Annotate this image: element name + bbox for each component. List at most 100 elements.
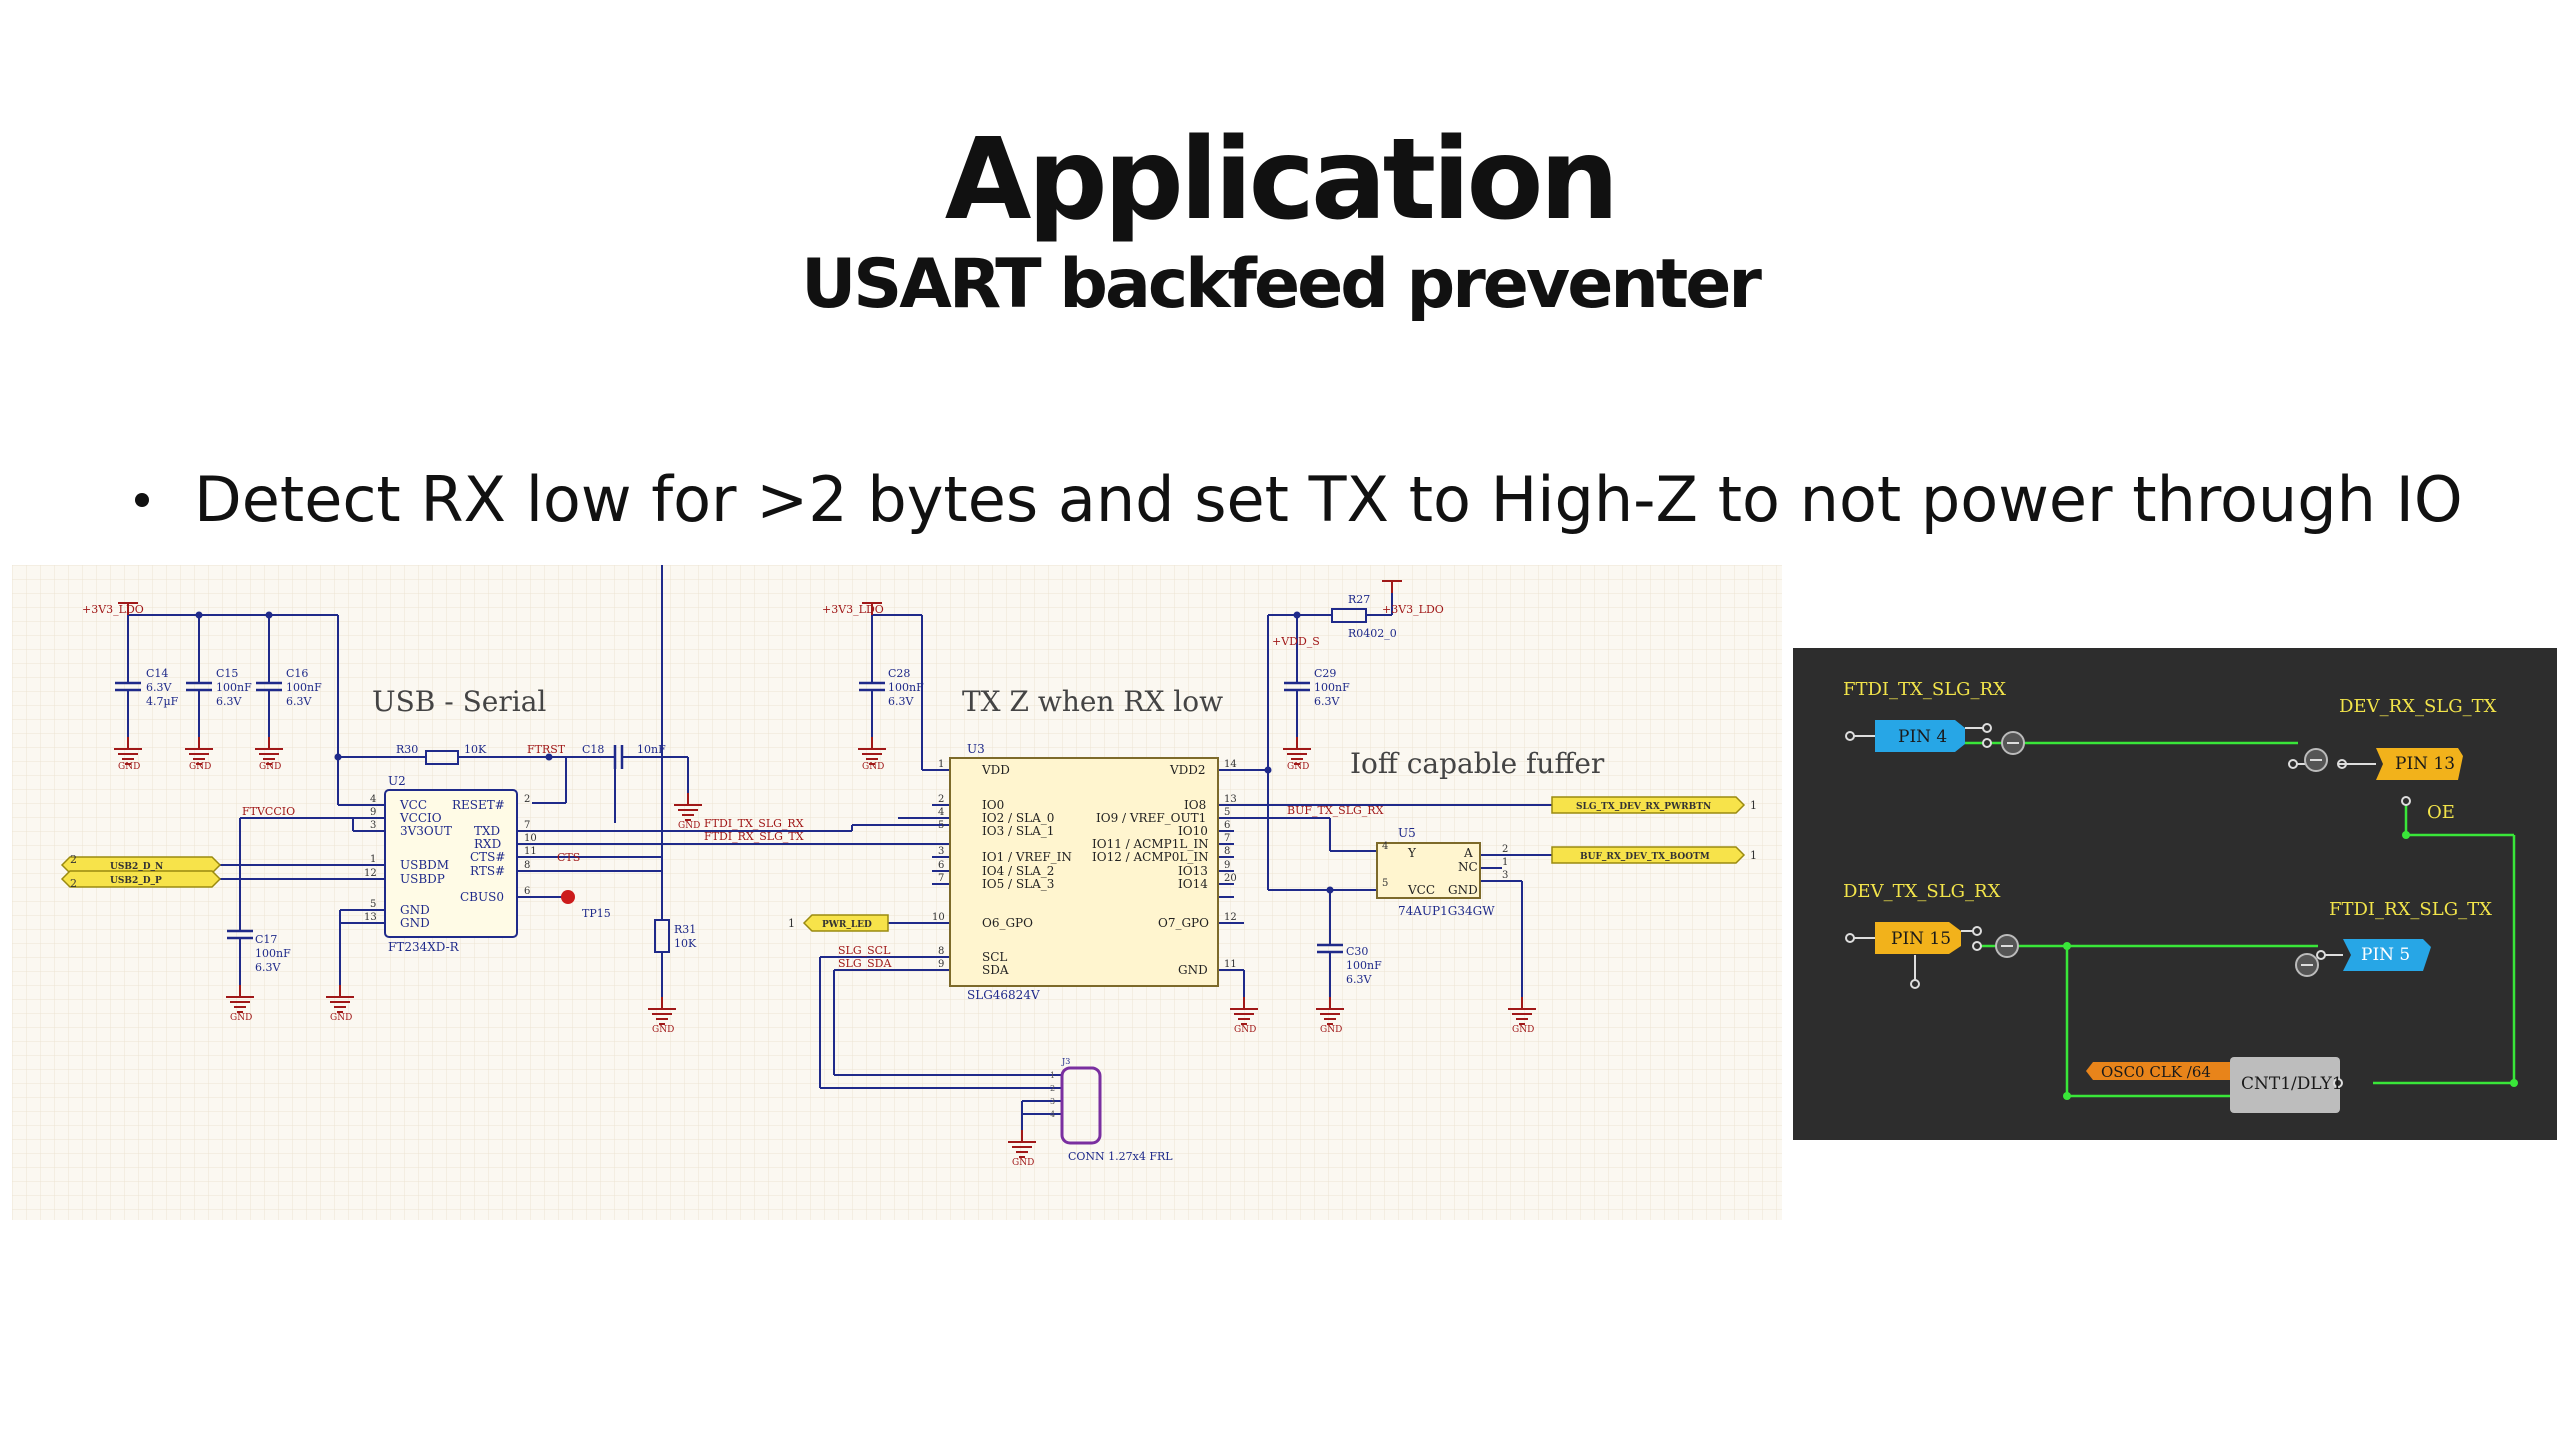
osc-label: OSC0 CLK /64 [2101,1063,2211,1081]
gnd-label: GND [259,762,281,772]
cap-ref: C30 [1346,945,1368,958]
gnd-label: GND [1287,762,1309,772]
pin-name: TXD [474,824,500,838]
port-label: USB2_D_N [110,862,163,872]
port-label: PWR_LED [822,920,872,930]
connector-ref: J3 [1061,1057,1070,1066]
port-number: 1 [1750,799,1757,812]
cap-value: 100nF [255,947,291,960]
pin-number: 13 [364,912,377,923]
pin-name: IO9 / VREF_OUT1 [1096,811,1206,825]
u3-ref: U3 [967,742,985,756]
tp15-label: TP15 [582,907,611,920]
u5-ref: U5 [1398,826,1416,840]
pin-name: IO12 / ACMP0L_IN [1092,850,1209,864]
port-label: SLG_TX_DEV_RX_PWRBTN [1576,802,1711,812]
cap-ref: C15 [216,667,238,680]
pin-number: 8 [1224,846,1230,857]
section-label-usb-serial: USB - Serial [372,685,546,718]
resistor-value: 10K [674,937,697,950]
label-dev-rx: DEV_RX_SLG_TX [2339,696,2497,717]
pin15-block[interactable] [1875,922,1961,954]
pin13-block[interactable] [2376,748,2463,780]
pin-number: 2 [1502,844,1508,855]
pin-number: 8 [524,860,530,871]
pin-number: 5 [1224,807,1230,818]
cap-value: 6.3V [1346,973,1372,986]
schematic-diagram: +3V3_LDO +3V3_LDO +3V3_LDO +VDD_S GND GN… [12,565,1782,1220]
cap-value: 6.3V [216,695,242,708]
gnd-label: GND [230,1013,252,1023]
net-label: CTS [557,851,580,864]
pin-number: 20 [1224,873,1237,884]
u2-ref: U2 [388,774,406,788]
pin15-label: PIN 15 [1891,929,1951,949]
pin-name: VCC [399,798,427,812]
pin-name: IO13 [1178,864,1208,878]
pin-number: 6 [524,886,530,897]
pin-number: 2 [524,794,530,805]
gnd-label: GND [1320,1025,1342,1035]
osc-block[interactable] [2086,1062,2248,1080]
pin-number: 11 [524,846,537,857]
pin4-block[interactable] [1875,720,1965,752]
pin-number: 4 [1050,1110,1055,1119]
cap-value: 6.3V [888,695,914,708]
cap-value: 6.3V [146,681,172,694]
label-dev-tx: DEV_TX_SLG_RX [1843,881,2001,902]
pin-name: IO8 [1184,798,1206,812]
pin-number: 14 [1224,759,1237,770]
pin-number: 6 [938,860,944,871]
pin-number: 3 [938,846,944,857]
pin-name: GND [400,916,430,930]
pin-number: 4 [1382,841,1388,852]
pin-number: 4 [370,794,376,805]
gnd-label: GND [862,762,884,772]
cap-value: 10nF [637,743,666,756]
pin-name: IO5 / SLA_3 [982,877,1054,891]
pin-name: SCL [982,950,1007,964]
pin-name: IO0 [982,798,1004,812]
cap-ref: C16 [286,667,308,680]
resistor-ref: R31 [674,923,696,936]
wire-group [1933,741,2516,1098]
pin-name: VDD [981,763,1010,777]
pin-number: 2 [938,794,944,805]
port-label: USB2_D_P [110,876,162,886]
net-label: BUF_TX_SLG_RX [1287,804,1384,817]
resistor-value: 10K [464,743,487,756]
port-label: BUF_RX_DEV_TX_BOOTM [1580,852,1710,862]
label-ftdi-rx: FTDI_RX_SLG_TX [2329,899,2492,920]
u5-part: 74AUP1G34GW [1398,904,1495,918]
pin-name: USBDP [400,872,445,886]
net-label: FTVCCIO [242,805,295,818]
port-number: 2 [70,853,77,866]
pin-name: IO4 / SLA_2 [982,864,1054,878]
cap-value: 6.3V [286,695,312,708]
power-label-ldo-1: +3V3_LDO [82,603,144,616]
pin-name: Y [1407,846,1417,860]
counter-block[interactable] [2230,1057,2340,1113]
pin-name: NC [1458,860,1478,874]
pin-number: 1 [1502,857,1508,868]
pin-number: 3 [370,820,376,831]
pin5-block[interactable] [2343,939,2431,971]
pin-name: A [1463,846,1473,860]
net-label: FTRST [527,743,566,756]
power-label-ldo-3: +3V3_LDO [1382,603,1444,616]
pin4-label: PIN 4 [1898,727,1947,747]
pin-name: RTS# [470,864,505,878]
net-label: SLG_SCL [838,944,891,957]
cap-ref: C29 [1314,667,1336,680]
cap-ref: C14 [146,667,168,680]
pin-name: RXD [474,837,501,851]
gnd-label: GND [1012,1158,1034,1168]
net-label: FTDI_TX_SLG_RX [704,817,804,830]
resistor-ref: R27 [1348,593,1370,606]
cap-value: 6.3V [1314,695,1340,708]
gnd-label: GND [652,1025,674,1035]
pin-number: 4 [938,807,944,818]
pin-number: 3 [1050,1097,1055,1106]
pin-name: IO10 [1178,824,1208,838]
pin5-label: PIN 5 [2361,945,2410,965]
